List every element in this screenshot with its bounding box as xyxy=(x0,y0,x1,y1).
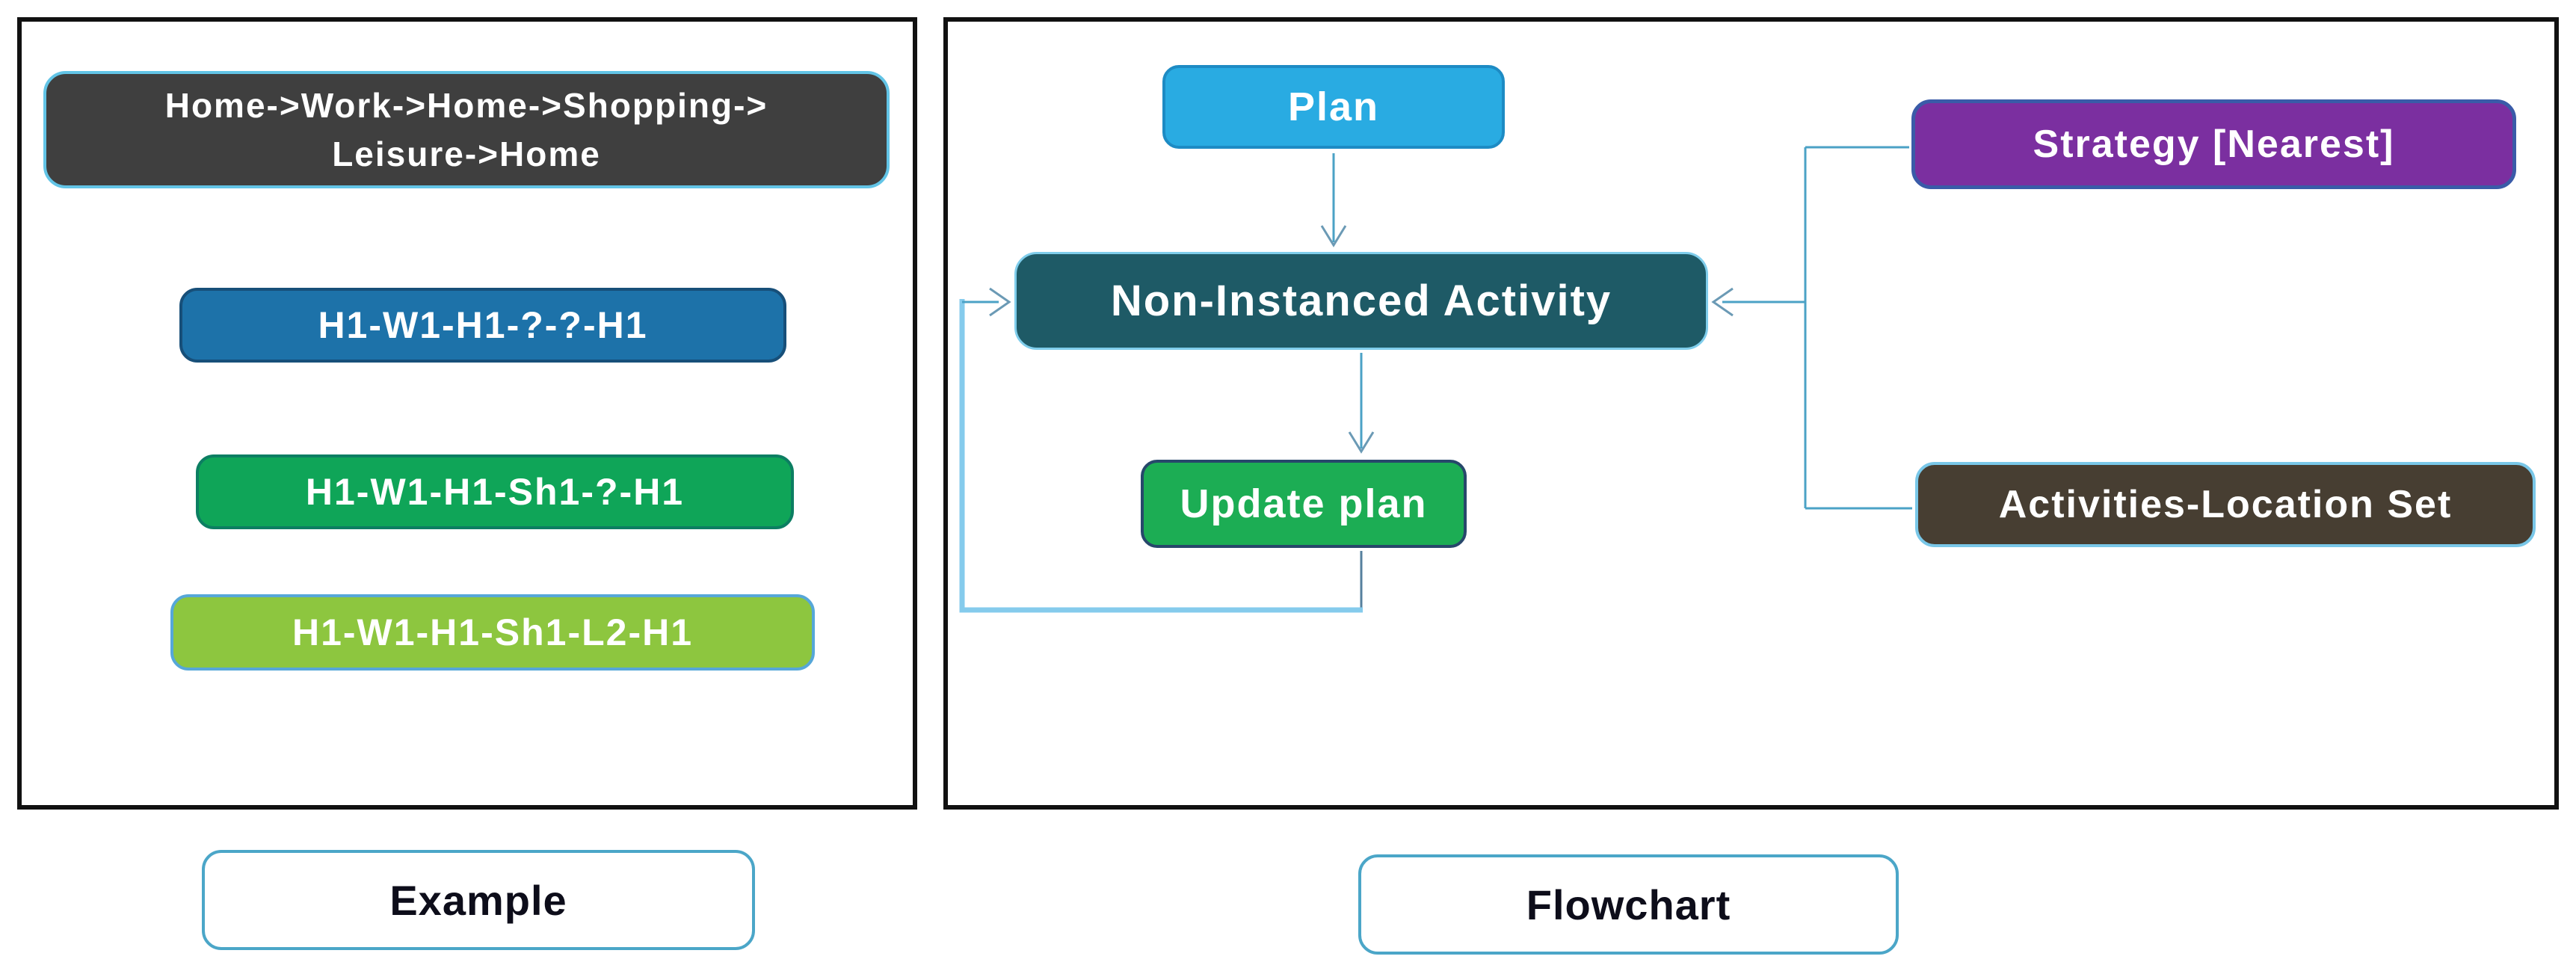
pattern-box-label: H1-W1-H1-Sh1-?-H1 xyxy=(305,471,685,513)
node-non-instanced-activity-label: Non-Instanced Activity xyxy=(1110,277,1612,325)
flowchart-caption: Flowchart xyxy=(1358,854,1899,955)
pattern-box-unknown-unknown: H1-W1-H1-?-?-H1 xyxy=(179,288,786,363)
pattern-box-sh1-unknown: H1-W1-H1-Sh1-?-H1 xyxy=(196,454,794,529)
trip-sequence-line1: Home->Work->Home->Shopping-> xyxy=(164,86,768,126)
flowchart-caption-label: Flowchart xyxy=(1526,881,1731,928)
node-update-plan-label: Update plan xyxy=(1180,481,1428,526)
node-activities-location-set-label: Activities-Location Set xyxy=(1998,483,2453,526)
node-update-plan: Update plan xyxy=(1141,460,1467,548)
node-activities-location-set: Activities-Location Set xyxy=(1915,462,2536,547)
node-plan: Plan xyxy=(1162,65,1505,149)
example-caption-label: Example xyxy=(389,876,567,924)
pattern-box-label: H1-W1-H1-?-?-H1 xyxy=(318,304,648,346)
example-caption: Example xyxy=(202,850,755,950)
node-non-instanced-activity: Non-Instanced Activity xyxy=(1014,252,1708,350)
trip-sequence-line2: Leisure->Home xyxy=(332,134,601,173)
trip-sequence-box: Home->Work->Home->Shopping-> Leisure->Ho… xyxy=(43,71,890,188)
pattern-box-label: H1-W1-H1-Sh1-L2-H1 xyxy=(292,611,694,653)
node-strategy-nearest-label: Strategy [Nearest] xyxy=(2033,123,2395,166)
node-strategy-nearest: Strategy [Nearest] xyxy=(1911,99,2516,189)
pattern-box-sh1-l2: H1-W1-H1-Sh1-L2-H1 xyxy=(170,594,815,671)
node-plan-label: Plan xyxy=(1287,84,1380,129)
